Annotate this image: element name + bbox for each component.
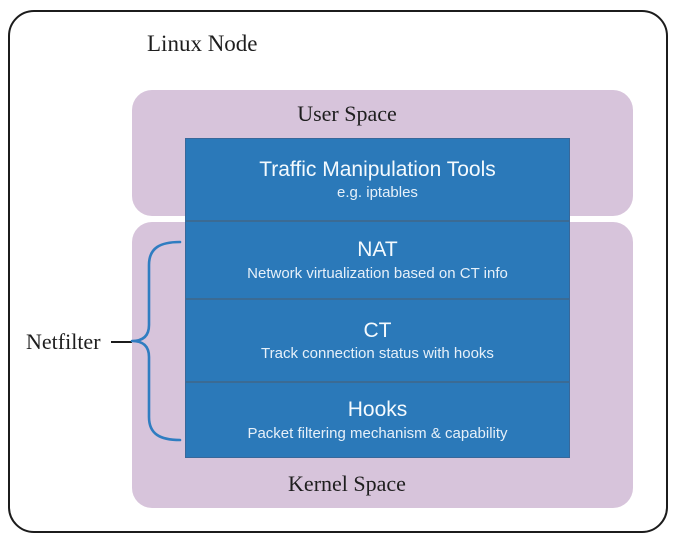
curly-brace-icon — [130, 240, 182, 442]
layer-subtitle: Track connection status with hooks — [261, 345, 494, 363]
linux-node-label: Linux Node — [147, 31, 258, 56]
layer-title: NAT — [357, 238, 398, 262]
layer-subtitle: e.g. iptables — [337, 184, 418, 202]
layer-title: CT — [363, 318, 392, 342]
netfilter-label: Netfilter — [26, 329, 101, 354]
layer-nat: NAT Network virtualization based on CT i… — [186, 220, 569, 298]
kernel-space-label: Kernel Space — [288, 471, 406, 496]
layer-ct: CT Track connection status with hooks — [186, 298, 569, 381]
layer-subtitle: Network virtualization based on CT info — [247, 264, 508, 282]
netfilter-connector-line — [111, 341, 132, 343]
layer-title: Hooks — [347, 398, 408, 422]
curly-brace-path — [130, 240, 182, 442]
layer-title: Traffic Manipulation Tools — [259, 157, 496, 181]
layer-subtitle: Packet filtering mechanism & capability — [247, 424, 508, 442]
layer-traffic-manipulation-tools: Traffic Manipulation Tools e.g. iptables — [186, 139, 569, 220]
netfilter-layer-stack: Traffic Manipulation Tools e.g. iptables… — [185, 138, 570, 458]
user-space-label: User Space — [297, 101, 397, 126]
layer-hooks: Hooks Packet filtering mechanism & capab… — [186, 381, 569, 457]
